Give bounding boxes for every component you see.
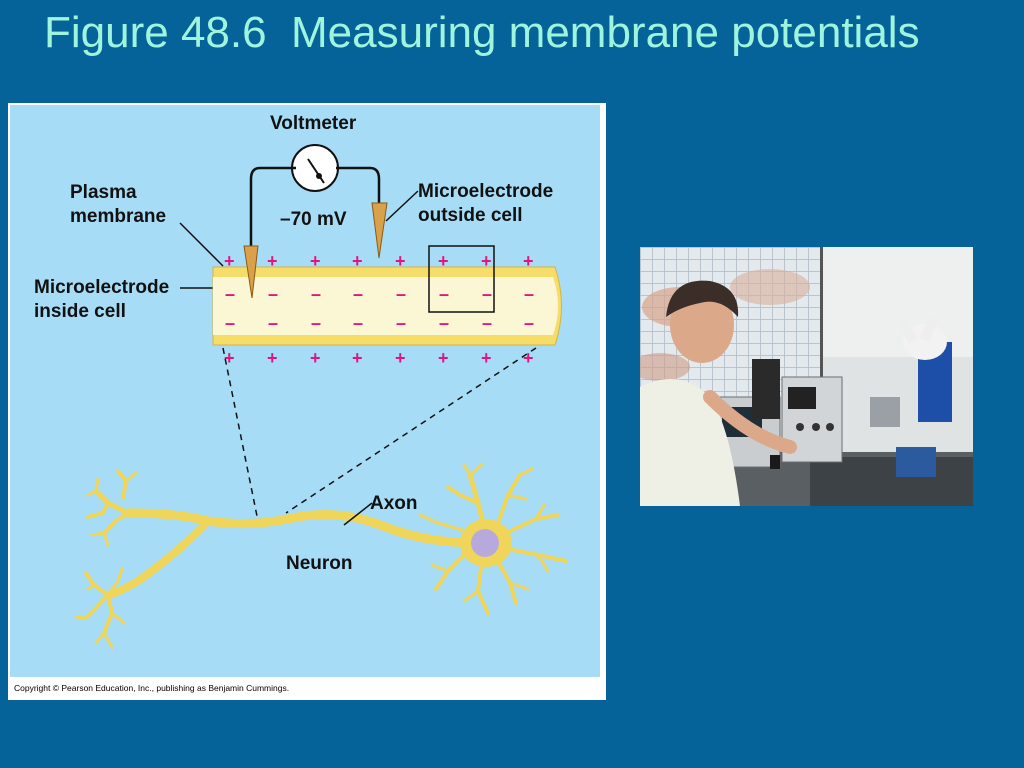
plasma-membrane-pointer <box>179 222 224 267</box>
axon-segment <box>212 266 562 346</box>
svg-text:+: + <box>267 251 278 271</box>
svg-text:+: + <box>481 348 492 368</box>
copyright-notice: Copyright © Pearson Education, Inc., pub… <box>14 683 290 693</box>
svg-text:–: – <box>225 313 235 333</box>
outer-positive-charges-top: + + + + + + + + <box>224 251 534 271</box>
zoom-line-right <box>285 347 537 514</box>
outside-microelectrode <box>371 202 388 259</box>
svg-text:+: + <box>438 251 449 271</box>
inside-microelectrode <box>243 245 259 299</box>
svg-text:+: + <box>523 348 534 368</box>
axon-pointer <box>343 502 373 526</box>
svg-text:–: – <box>353 284 363 304</box>
voltage-reading: –70 mV <box>280 209 347 230</box>
membrane-potential-figure: Voltmeter –70 mV Plasma membrane Microel… <box>8 103 606 700</box>
inside-electrode-label-line2: inside cell <box>34 301 126 322</box>
svg-text:+: + <box>523 251 534 271</box>
svg-text:–: – <box>482 313 492 333</box>
svg-text:+: + <box>352 251 363 271</box>
svg-text:+: + <box>310 348 321 368</box>
svg-text:–: – <box>524 284 534 304</box>
outside-electrode-wire <box>336 166 381 203</box>
svg-text:–: – <box>268 313 278 333</box>
svg-text:–: – <box>268 284 278 304</box>
plasma-membrane-label-line1: Plasma <box>70 182 137 203</box>
svg-text:–: – <box>439 284 449 304</box>
voltmeter-icon <box>291 144 339 192</box>
outside-electrode-label-line1: Microelectrode <box>418 181 553 202</box>
svg-text:–: – <box>311 313 321 333</box>
svg-text:+: + <box>395 251 406 271</box>
slide-title: Figure 48.6 Measuring membrane potential… <box>44 8 920 57</box>
svg-text:–: – <box>311 284 321 304</box>
svg-text:–: – <box>482 284 492 304</box>
svg-text:+: + <box>395 348 406 368</box>
lab-photo-image <box>640 247 973 506</box>
membrane-potential-diagram: Voltmeter –70 mV Plasma membrane Microel… <box>10 105 600 677</box>
plasma-membrane-label-line2: membrane <box>70 206 166 227</box>
svg-text:–: – <box>396 313 406 333</box>
inside-electrode-wire <box>249 166 296 248</box>
outside-electrode-pointer <box>385 190 419 222</box>
svg-text:–: – <box>396 284 406 304</box>
svg-text:–: – <box>524 313 534 333</box>
neuron-illustration <box>74 463 568 649</box>
inside-electrode-label-line1: Microelectrode <box>34 277 169 298</box>
svg-text:+: + <box>310 251 321 271</box>
svg-text:+: + <box>224 251 235 271</box>
svg-text:+: + <box>224 348 235 368</box>
svg-text:–: – <box>439 313 449 333</box>
voltmeter-label: Voltmeter <box>270 113 357 134</box>
svg-text:+: + <box>267 348 278 368</box>
svg-text:+: + <box>352 348 363 368</box>
svg-text:+: + <box>481 251 492 271</box>
svg-text:–: – <box>353 313 363 333</box>
neuron-label: Neuron <box>286 553 353 574</box>
inner-negative-charges-top: – – – – – – – – <box>225 284 534 304</box>
axon-label: Axon <box>370 493 418 514</box>
svg-text:+: + <box>438 348 449 368</box>
membrane-highlight-box <box>428 245 495 313</box>
outside-electrode-label-line2: outside cell <box>418 205 523 226</box>
lab-photo <box>640 247 973 506</box>
outer-positive-charges-bottom: + + + + + + + + <box>224 348 534 368</box>
diagram-background <box>10 105 600 677</box>
zoom-line-left <box>222 347 259 522</box>
svg-text:–: – <box>225 284 235 304</box>
nucleus <box>471 529 499 557</box>
inner-negative-charges-bottom: – – – – – – – – <box>225 313 534 333</box>
